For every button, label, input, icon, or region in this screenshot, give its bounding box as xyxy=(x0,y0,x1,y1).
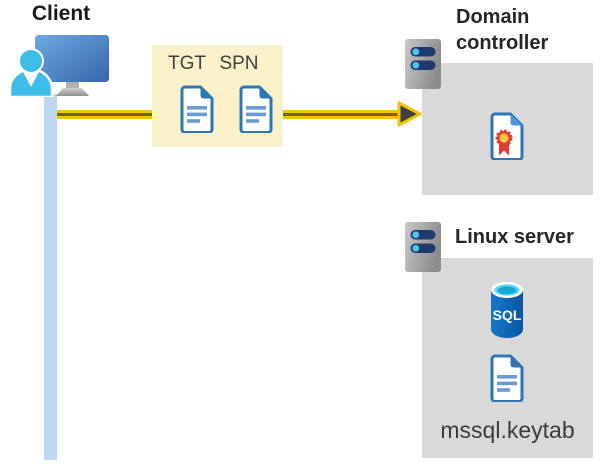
certificate-icon xyxy=(488,112,526,160)
monitor-icon xyxy=(35,35,109,96)
domain-controller-label: Domain controller xyxy=(456,6,549,54)
tgt-label: TGT xyxy=(168,53,206,74)
client-lifeline xyxy=(44,94,57,460)
domain-controller-server-icon xyxy=(404,38,442,90)
sql-badge-text: SQL xyxy=(493,307,522,323)
tgt-document-icon xyxy=(178,85,216,133)
keytab-document-icon xyxy=(488,354,526,402)
auth-arrow-head-icon xyxy=(397,101,422,127)
spn-document-icon xyxy=(237,85,275,133)
person-at-monitor-icon xyxy=(10,35,109,97)
keytab-label: mssql.keytab xyxy=(440,417,575,443)
linux-server-label: Linux server xyxy=(455,226,574,248)
sql-database-icon: SQL xyxy=(491,282,523,338)
client-label: Client xyxy=(31,2,91,25)
person-icon xyxy=(10,48,54,97)
ticket-box: TGT SPN xyxy=(152,45,283,147)
linux-server-icon xyxy=(404,221,442,273)
spn-label: SPN xyxy=(219,53,259,74)
